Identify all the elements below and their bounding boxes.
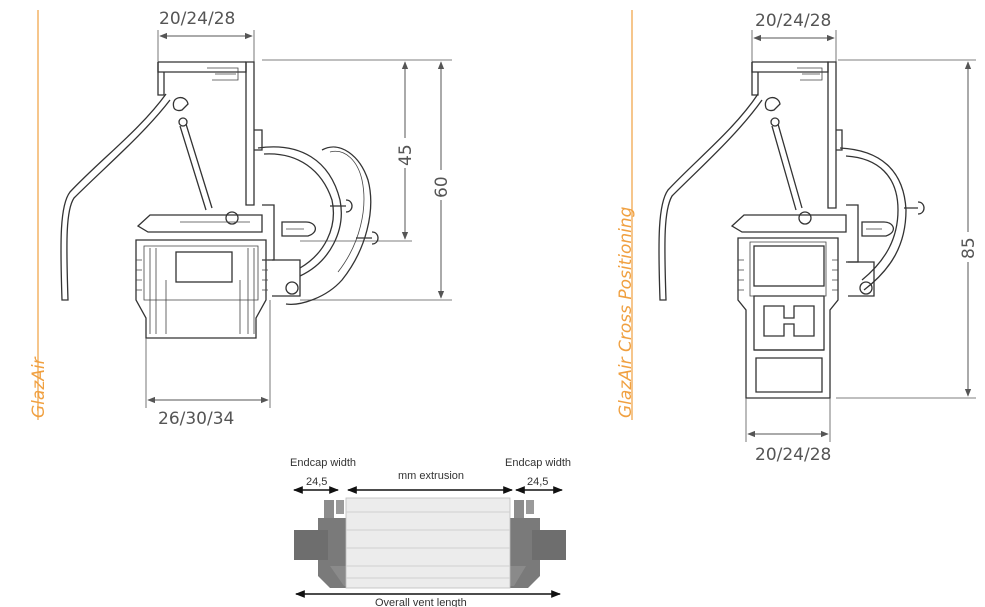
right-endcap [502, 500, 566, 588]
cross-profile-drawing [658, 61, 925, 399]
glazair-top-dimension: 20/24/28 [157, 9, 255, 62]
glazair-bottom-dim-text: 26/30/34 [158, 409, 234, 429]
glazair-outer-height-text: 60 [432, 176, 452, 198]
cross-height-text: 85 [959, 237, 979, 259]
glazair-top-dim-text: 20/24/28 [159, 9, 235, 29]
cross-height-dimension: 85 [836, 59, 979, 399]
overall-length-label: Overall vent length [375, 597, 467, 607]
glazair-profile-drawing [60, 61, 379, 339]
vent-length-diagram: Endcap width Endcap width mm extrusion 2… [290, 457, 571, 607]
extrusion-body [345, 497, 511, 589]
endcap-left-label: Endcap width [290, 457, 356, 469]
cross-top-dim-text: 20/24/28 [755, 11, 831, 31]
endcap-left-value: 24,5 [306, 476, 327, 488]
glazair-cross-section: GlazAir Cross Positioning 20/24/28 85 [616, 10, 979, 465]
glazair-height-dimensions: 45 60 [262, 59, 452, 301]
glazair-bottom-dimension: 26/30/34 [145, 300, 271, 429]
left-endcap [294, 500, 352, 588]
cross-label: GlazAir Cross Positioning [616, 206, 636, 418]
cross-bottom-dimension: 20/24/28 [745, 398, 831, 465]
glazair-inner-height-text: 45 [396, 144, 416, 166]
endcap-right-value: 24,5 [527, 476, 548, 488]
extrusion-label: mm extrusion [398, 470, 464, 482]
glazair-section: GlazAir 20/24/28 45 60 [29, 9, 452, 429]
endcap-right-label: Endcap width [505, 457, 571, 469]
cross-bottom-dim-text: 20/24/28 [755, 445, 831, 465]
cross-top-dimension: 20/24/28 [751, 11, 837, 62]
glazair-label: GlazAir [29, 356, 49, 418]
